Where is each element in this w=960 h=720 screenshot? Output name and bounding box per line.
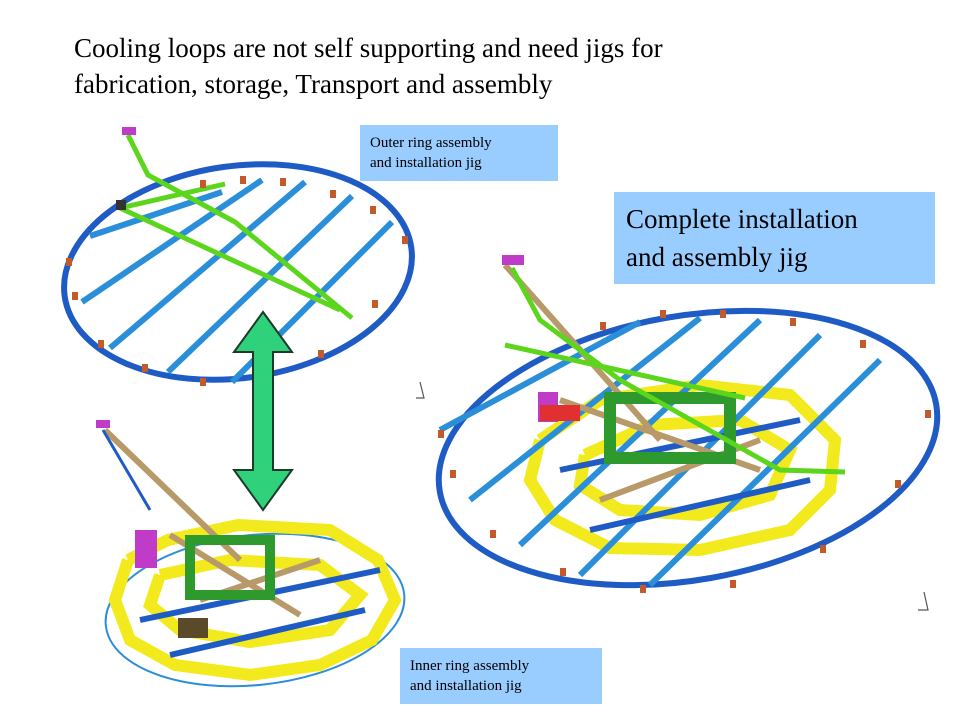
complete-crossbeams xyxy=(438,315,883,588)
inner-magenta-block xyxy=(135,530,157,568)
outer-clamps xyxy=(66,176,408,386)
double-arrow xyxy=(232,310,294,512)
complete-jig-label: Complete installation and assembly jig xyxy=(614,192,935,284)
complete-clamps xyxy=(438,310,931,593)
outer-ring-jig xyxy=(61,127,415,386)
outer-label-line-1: Outer ring assembly xyxy=(370,135,492,151)
complete-red-block xyxy=(540,405,580,421)
slide-title: Cooling loops are not self supporting an… xyxy=(74,30,914,102)
title-line-2: fabrication, storage, Transport and asse… xyxy=(74,69,553,99)
outer-bracket xyxy=(116,200,126,210)
title-line-1: Cooling loops are not self supporting an… xyxy=(74,33,663,63)
inner-label-line-2: and installation jig xyxy=(410,678,522,694)
inner-feed-pipe xyxy=(101,429,152,511)
complete-outer-ring xyxy=(435,307,941,589)
outer-label-line-2: and installation jig xyxy=(370,155,482,171)
inner-base-block xyxy=(178,618,208,638)
complete-manifold xyxy=(502,255,524,265)
inner-ring-jig xyxy=(96,420,406,688)
complete-label-line-1: Complete installation xyxy=(626,204,858,234)
outer-ring-label: Outer ring assembly and installation jig xyxy=(360,125,558,181)
complete-label-line-2: and assembly jig xyxy=(626,242,808,272)
outer-ring xyxy=(61,161,415,383)
outer-cooling-pipes xyxy=(118,133,354,320)
axis-markers xyxy=(416,381,929,611)
complete-jig xyxy=(435,255,941,593)
inner-green-frame xyxy=(185,535,275,600)
inner-ring-label: Inner ring assembly and installation jig xyxy=(400,648,602,704)
complete-cooling-pipes xyxy=(504,266,846,475)
inner-label-line-1: Inner ring assembly xyxy=(410,658,530,674)
outer-manifold xyxy=(122,127,136,135)
complete-green-frame xyxy=(604,392,736,464)
inner-manifold xyxy=(96,420,110,428)
